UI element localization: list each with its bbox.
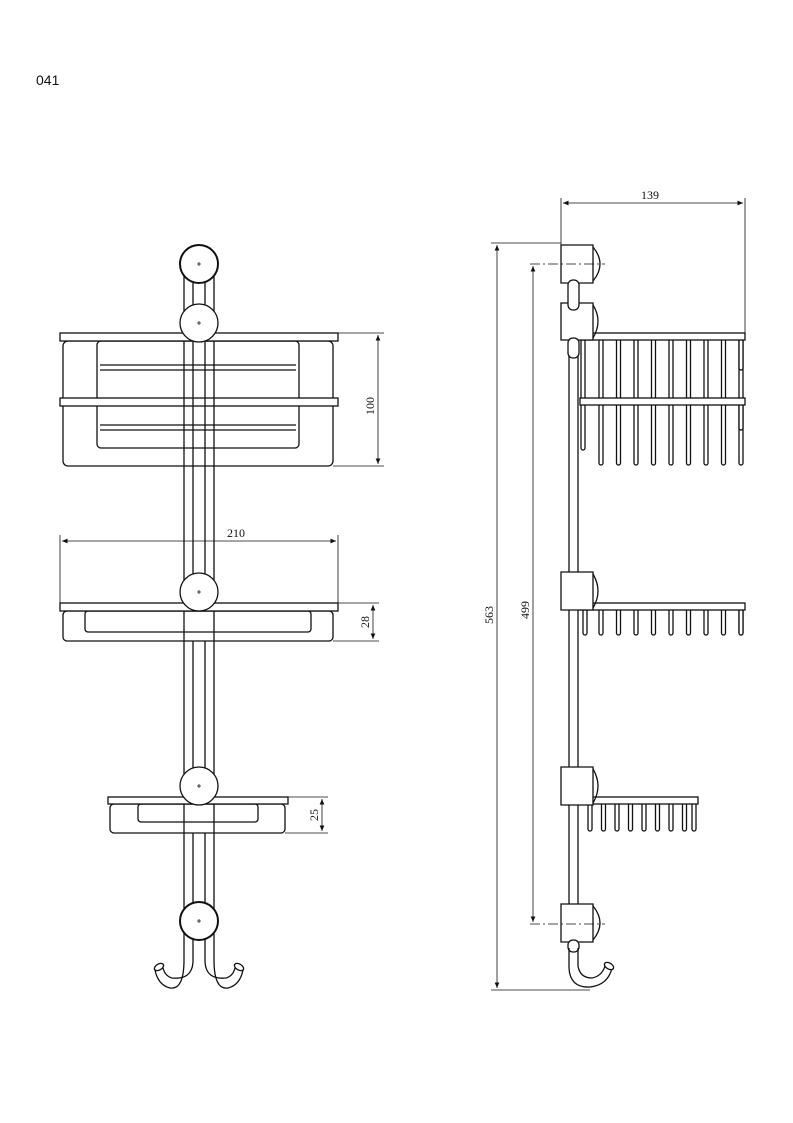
dim-overall-height: 563 — [482, 242, 590, 991]
dim-label-28: 28 — [358, 616, 372, 628]
wire-tine — [580, 335, 586, 451]
dim-mount-spacing: 499 — [518, 266, 536, 922]
dim-depth: 139 — [560, 188, 746, 333]
wire-tine — [681, 799, 688, 832]
dim-label-139: 139 — [641, 188, 659, 202]
wire-tine — [614, 799, 620, 832]
dim-basket-height: 100 — [333, 332, 384, 467]
wire-tine — [654, 799, 661, 832]
wire-tine — [600, 799, 607, 832]
side-hook — [568, 948, 615, 988]
front-view: 100 210 28 25 — [59, 244, 384, 989]
wire-tine — [691, 799, 697, 832]
dim-label-100: 100 — [363, 397, 377, 415]
dim-label-25: 25 — [307, 809, 321, 821]
top-basket — [59, 332, 339, 467]
hooks — [153, 945, 245, 989]
drawing-code: 041 — [36, 72, 60, 88]
mount-knobs — [179, 244, 219, 941]
wire-tine — [627, 799, 634, 832]
wire-tine — [668, 799, 674, 832]
side-pole — [568, 283, 579, 948]
dim-label-210: 210 — [227, 526, 245, 540]
dim-label-499: 499 — [518, 601, 532, 619]
dim-bottom-shelf-height: 25 — [285, 796, 328, 834]
side-basket — [579, 332, 746, 466]
side-middle-shelf — [579, 602, 746, 636]
dim-shelf-width: 210 — [59, 526, 339, 603]
dim-middle-shelf-height: 28 — [333, 602, 379, 642]
side-bottom-shelf — [579, 796, 699, 832]
side-mounts — [530, 244, 605, 953]
wire-tine — [641, 799, 647, 832]
side-view: 139 563 499 — [482, 188, 746, 991]
dim-label-563: 563 — [482, 606, 496, 624]
wire-tine — [738, 335, 744, 371]
